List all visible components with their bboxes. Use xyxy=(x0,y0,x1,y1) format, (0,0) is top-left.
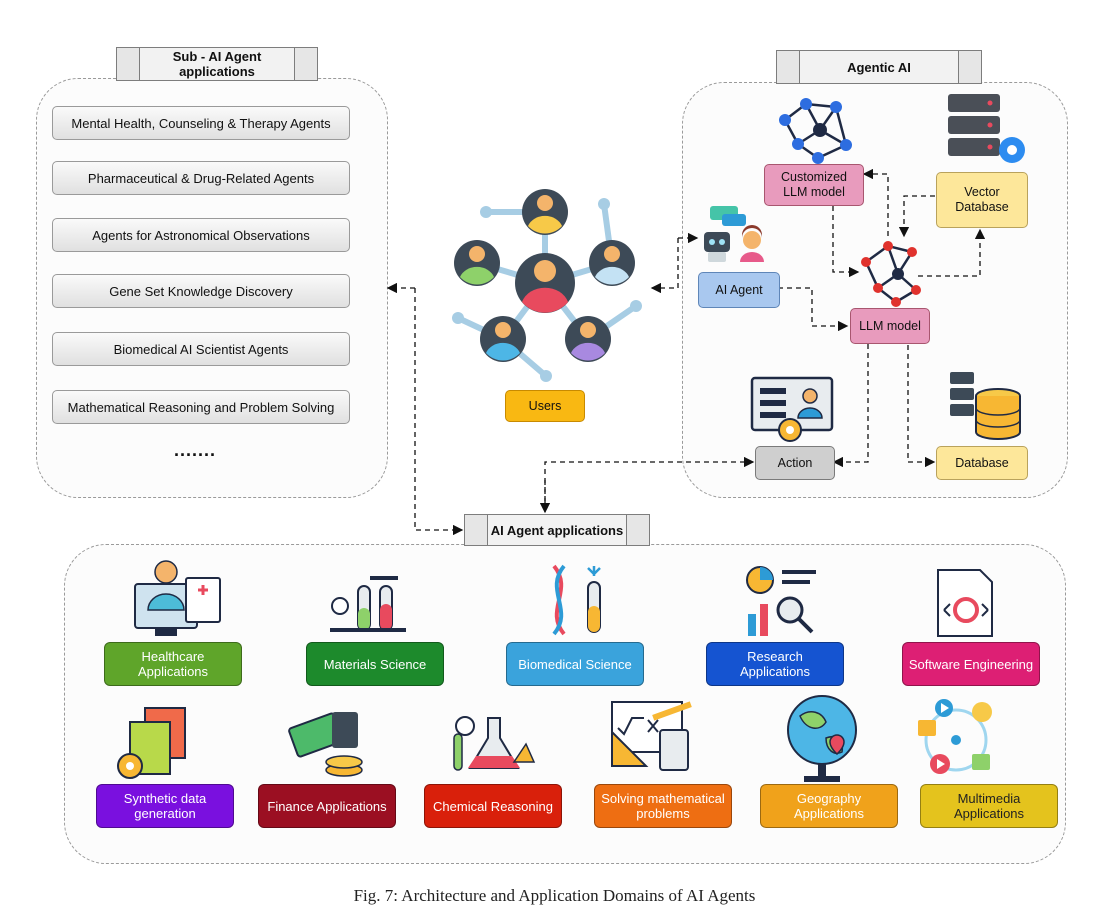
app-chemical-reasoning: Chemical Reasoning xyxy=(424,784,562,828)
app-finance: Finance Applications xyxy=(258,784,396,828)
sub-item-mental-health: Mental Health, Counseling & Therapy Agen… xyxy=(52,106,350,140)
ai-agent-node: AI Agent xyxy=(698,272,780,308)
connector-llm-action xyxy=(832,344,869,468)
action-monitor-icon xyxy=(750,376,834,442)
connector-sub-apps xyxy=(414,288,464,536)
sub-item-pharmaceutical: Pharmaceutical & Drug-Related Agents xyxy=(52,161,350,195)
ai-agent-robot-icon xyxy=(704,206,764,262)
sub-item-gene-set: Gene Set Knowledge Discovery xyxy=(52,274,350,308)
app-biomedical-science: Biomedical Science xyxy=(506,642,644,686)
vector-database-icon xyxy=(948,94,1025,163)
connector-llm-vector xyxy=(918,228,986,277)
sub-items-ellipsis: ....... xyxy=(174,440,217,460)
users-node: Users xyxy=(505,390,585,422)
materials-lab-icon xyxy=(330,576,406,632)
chemistry-flask-icon xyxy=(453,716,536,771)
database-node: Database xyxy=(936,446,1028,480)
research-analytics-icon xyxy=(746,566,816,636)
app-mathematical: Solving mathematical problems xyxy=(594,784,732,828)
healthcare-icon xyxy=(134,560,221,636)
app-synthetic-data: Synthetic data generation xyxy=(96,784,234,828)
connector-customized-llm xyxy=(832,206,860,278)
action-node: Action xyxy=(755,446,835,480)
sub-item-biomedical: Biomedical AI Scientist Agents xyxy=(52,332,350,366)
sub-item-astronomical: Agents for Astronomical Observations xyxy=(52,218,350,252)
sub-panel-title-text: Sub - AI Agent applications xyxy=(172,49,262,79)
app-healthcare: Healthcare Applications xyxy=(104,642,242,686)
sub-panel-title: Sub - AI Agent applications xyxy=(116,47,318,81)
connector-llm-database xyxy=(907,345,936,468)
globe-icon xyxy=(787,695,857,782)
code-file-icon xyxy=(937,569,993,637)
synthetic-data-icon xyxy=(117,707,186,779)
app-geography: Geography Applications xyxy=(760,784,898,828)
dna-tube-icon xyxy=(552,564,601,636)
agentic-panel-title: Agentic AI xyxy=(776,50,982,84)
apps-panel-title: AI Agent applications xyxy=(464,514,650,546)
llm-neural-icon xyxy=(861,241,921,307)
figure-caption: Fig. 7: Architecture and Application Dom… xyxy=(353,886,756,905)
app-multimedia: Multimedia Applications xyxy=(920,784,1058,828)
finance-money-icon xyxy=(288,712,363,777)
llm-model-node: LLM model xyxy=(850,308,930,344)
connector-agent-users xyxy=(650,238,679,294)
vector-database-node: Vector Database xyxy=(936,172,1028,228)
customized-neural-icon xyxy=(779,98,852,164)
connector-action-app xyxy=(544,456,755,510)
math-tools-icon xyxy=(611,701,692,771)
connector-llm-customized xyxy=(862,168,889,236)
multimedia-icon xyxy=(918,699,992,774)
customized-llm-node: Customized LLM model xyxy=(764,164,864,206)
connector-vector-llm xyxy=(898,195,935,238)
sub-item-mathematical: Mathematical Reasoning and Problem Solvi… xyxy=(52,390,350,424)
app-research: Research Applications xyxy=(706,642,844,686)
app-software-engineering: Software Engineering xyxy=(902,642,1040,686)
app-materials-science: Materials Science xyxy=(306,642,444,686)
database-stack-icon xyxy=(950,372,1021,440)
